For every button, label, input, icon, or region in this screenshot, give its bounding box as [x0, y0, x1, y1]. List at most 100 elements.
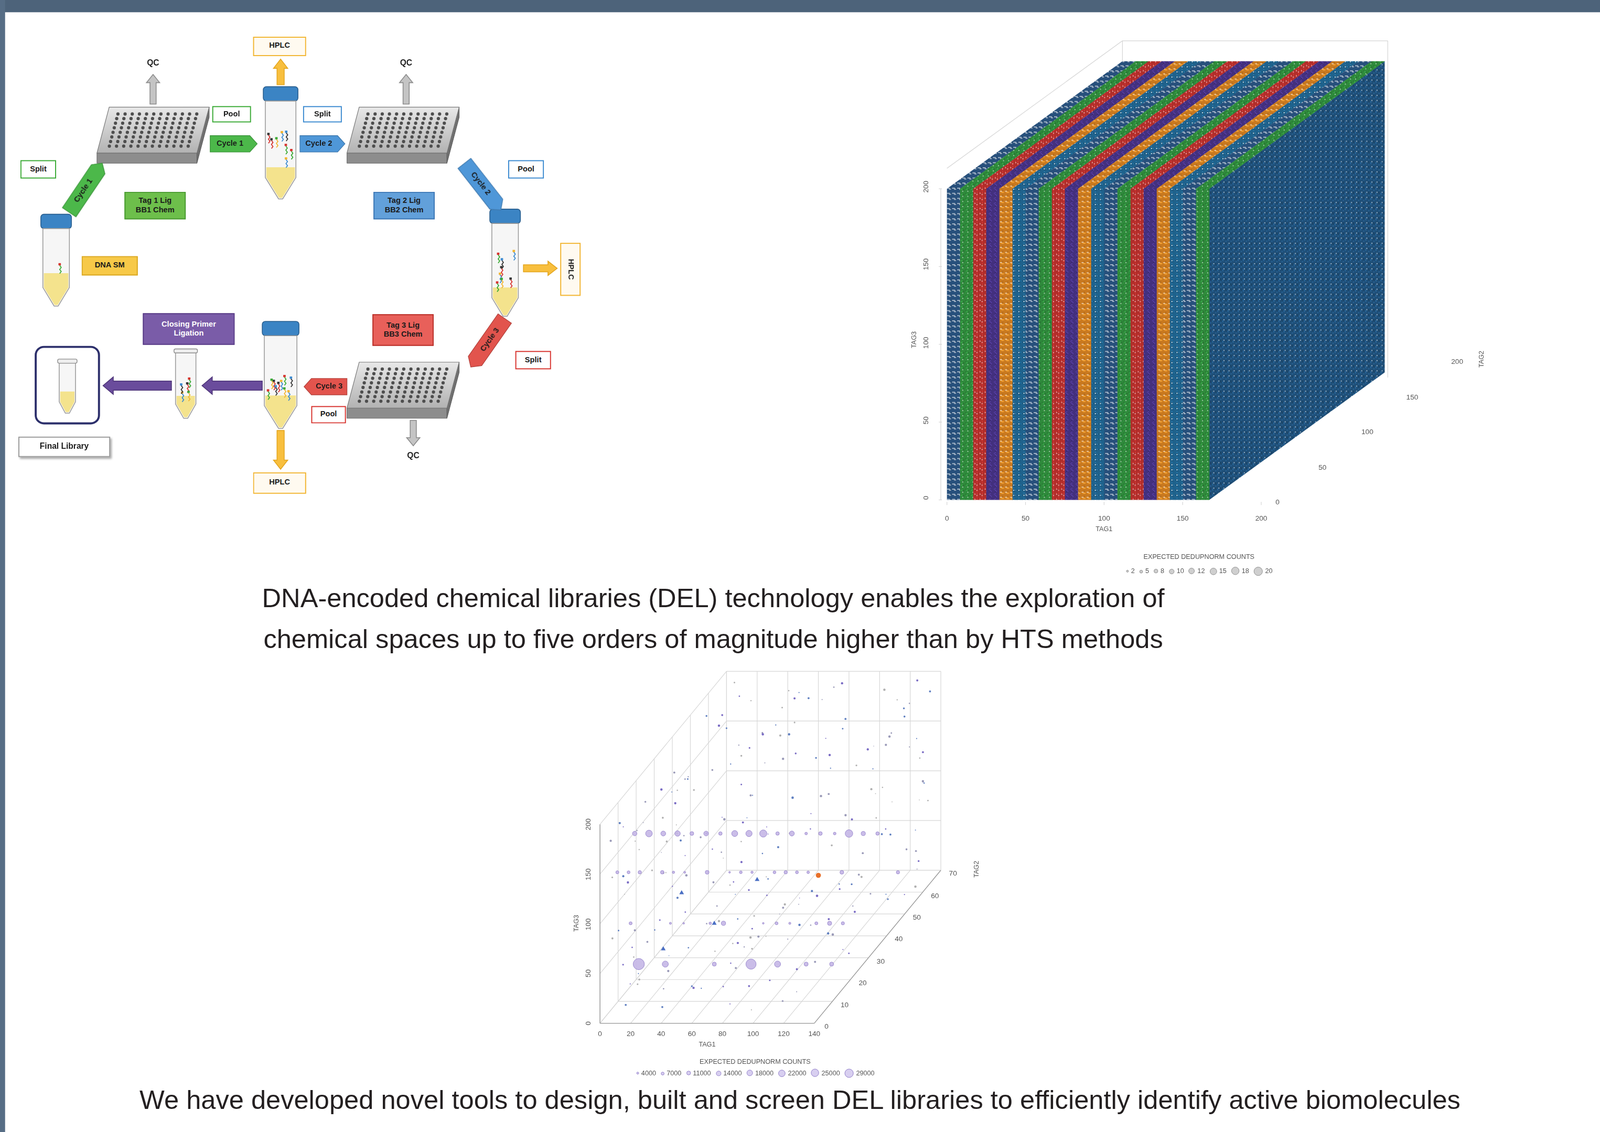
sparse-scatter-part — [759, 830, 768, 838]
well-plate-part — [442, 376, 446, 380]
sparse-scatter-part — [599, 870, 727, 1024]
well-plate-part — [438, 135, 443, 139]
tube-part — [280, 379, 283, 382]
tick-label: 50 — [913, 913, 921, 921]
well-plate-part — [436, 399, 440, 403]
cube-scatter-part — [1196, 188, 1210, 500]
tube-part — [275, 136, 278, 139]
legend-title: EXPECTED DEDUPNORM COUNTS — [699, 1058, 811, 1066]
sparse-scatter-part — [886, 898, 889, 900]
well-plate-part — [135, 121, 139, 125]
qc-arrow — [406, 420, 420, 447]
cube-scatter-part — [1156, 61, 1346, 189]
legend-symbol — [685, 1070, 692, 1077]
well-plate-part — [380, 112, 384, 116]
sparse-scatter-part — [630, 870, 758, 1024]
sparse-scatter-part — [838, 888, 841, 890]
well-plate-part — [430, 112, 434, 116]
cube-scatter-part — [1103, 501, 1105, 506]
sparse-scatter-part — [767, 833, 769, 835]
tick-label: 50 — [584, 969, 592, 978]
sparse-scatter-part — [667, 970, 670, 973]
well-plate-part — [126, 126, 131, 130]
well-plate-part — [127, 121, 132, 125]
well-plate-part — [111, 130, 115, 134]
well-plate-part — [369, 381, 373, 385]
well-plate-part — [137, 112, 142, 116]
sparse-scatter-part — [779, 734, 782, 737]
sparse-scatter-part — [748, 747, 751, 749]
node-label: HPLC — [269, 478, 291, 488]
well-plate-part — [347, 153, 448, 164]
tick-label: 200 — [584, 818, 592, 831]
well-plate-part — [396, 130, 401, 134]
tick-label: 50 — [1021, 514, 1030, 523]
tube-part — [187, 390, 190, 393]
well-plate-part — [400, 144, 404, 148]
well-plate-part — [403, 390, 407, 394]
tube-part — [57, 359, 78, 364]
well-plate-part — [418, 385, 422, 390]
well-plate-part — [414, 399, 418, 403]
cube-scatter-part — [1025, 188, 1040, 500]
well-plate-part — [417, 135, 421, 139]
sparse-scatter-part — [827, 918, 830, 921]
sparse-scatter-part — [881, 833, 884, 836]
sparse-scatter-part — [787, 733, 790, 736]
well-plate-part — [372, 116, 376, 121]
sparse-scatter-part — [684, 855, 686, 857]
well-plate-part — [410, 390, 414, 394]
sparse-scatter-part — [729, 962, 732, 965]
well-plate-part — [137, 140, 141, 144]
well-plate-part — [437, 140, 442, 144]
well-plate-part — [97, 153, 198, 164]
sparse-scatter-part — [690, 914, 905, 915]
well-plate-part — [439, 385, 444, 390]
sparse-scatter-part — [726, 770, 941, 771]
well-plate-part — [381, 135, 385, 139]
tube-part — [274, 384, 277, 388]
well-plate-part — [435, 376, 439, 380]
sparse-scatter-part — [772, 871, 776, 874]
sparse-scatter-part — [732, 881, 735, 884]
node-label: Closing Primer Ligation — [157, 320, 221, 339]
sparse-scatter-part — [645, 830, 653, 837]
well-plate-part — [377, 381, 381, 385]
well-plate-part — [387, 140, 391, 144]
sparse-scatter-part — [746, 817, 748, 819]
sparse-scatter-part — [691, 985, 693, 987]
summary-text: We have developed novel tools to design,… — [139, 1086, 1461, 1114]
well-plate-part — [107, 144, 111, 148]
tick-label: 100 — [1098, 514, 1111, 523]
sparse-scatter-part — [700, 988, 702, 990]
sparse-scatter-part — [690, 715, 691, 915]
cube-scatter-part — [1196, 61, 1385, 189]
sparse-scatter-part — [833, 686, 835, 689]
well-plate-part — [424, 135, 428, 139]
sparse-scatter-part — [765, 876, 767, 878]
sparse-scatter-part — [679, 839, 682, 842]
well-plate-part — [423, 394, 427, 399]
legend-label: 20 — [1265, 567, 1273, 575]
sparse-scatter-part — [795, 752, 798, 755]
sparse-scatter-part — [850, 883, 853, 886]
sparse-scatter-part — [599, 1023, 815, 1024]
sparse-scatter-part — [722, 985, 725, 988]
well-plate-part — [369, 126, 373, 130]
sparse-scatter-part — [636, 830, 638, 832]
sparse-scatter-part — [857, 873, 861, 876]
well-plate-part — [368, 130, 372, 134]
well-plate-part — [366, 367, 370, 371]
well-plate-part — [401, 140, 405, 144]
tick-label: 150 — [1176, 514, 1189, 523]
sparse-scatter-part — [872, 768, 874, 770]
sparse-scatter-part — [632, 831, 638, 836]
cube-scatter-part — [1038, 188, 1053, 500]
tube-part — [267, 132, 271, 135]
cube-scatter-part — [1143, 188, 1158, 500]
well-plate-part — [386, 399, 390, 403]
tube-part — [58, 263, 61, 266]
sparse-scatter-part — [798, 924, 801, 927]
well-plate-part — [386, 116, 390, 121]
sparse-scatter-part — [814, 870, 941, 1024]
